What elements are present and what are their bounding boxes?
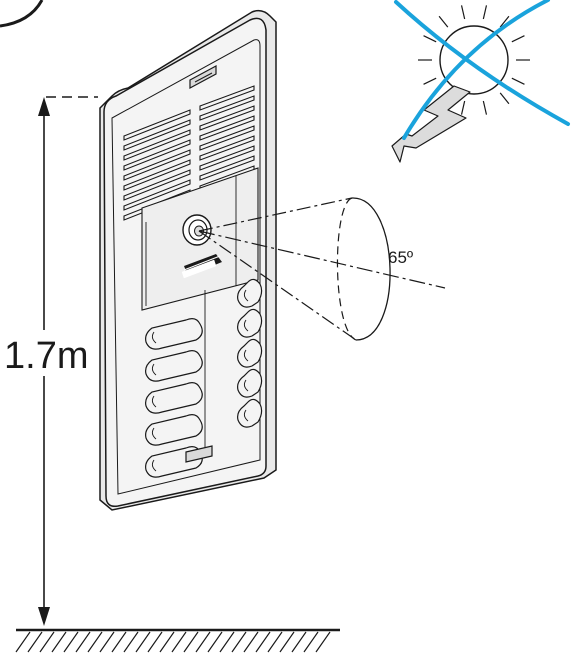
corner-circle-fragment	[0, 0, 44, 28]
hatch-line	[123, 631, 139, 653]
cone-lower-edge	[198, 230, 357, 341]
grille-slot	[123, 139, 191, 171]
sun-ray	[499, 92, 510, 105]
cone-base-front	[351, 197, 391, 341]
hatch-line	[87, 631, 103, 653]
call-button-highlight	[151, 427, 157, 440]
cone-upper-edge	[198, 197, 353, 232]
hatch-line	[231, 631, 247, 653]
sun-icon	[418, 5, 530, 115]
height-dimension: 1.7m	[2, 96, 100, 626]
grille-slot	[123, 129, 191, 161]
sun-ray	[482, 5, 488, 20]
sun-ray	[511, 35, 525, 43]
grille-slot	[199, 115, 255, 141]
hatch-line	[63, 631, 79, 653]
call-button-highlight	[243, 319, 249, 332]
hatch-line	[303, 631, 319, 653]
call-button	[145, 318, 203, 350]
call-button	[145, 382, 203, 414]
camera-led-strip-icon	[181, 254, 222, 279]
hatch-line	[243, 631, 259, 653]
sun-ray	[423, 35, 437, 43]
cross-out-icon	[394, 0, 570, 140]
hatch-line	[183, 631, 199, 653]
sun-ray	[511, 77, 525, 85]
hatch-line	[99, 631, 115, 653]
ground-hatching	[15, 631, 331, 653]
call-button	[237, 308, 263, 338]
sun-ray	[438, 15, 449, 28]
call-button	[145, 350, 203, 382]
call-button-highlight	[151, 395, 157, 408]
sun-ray	[423, 77, 437, 85]
grille-slot	[123, 169, 191, 201]
hatch-line	[291, 631, 307, 653]
grille-slot	[123, 109, 191, 141]
angle-label: 65º	[388, 248, 413, 267]
call-button	[237, 278, 263, 308]
hatch-line	[75, 631, 91, 653]
arrow-down-icon	[38, 607, 50, 626]
hatch-line	[207, 631, 223, 653]
viewing-cone: 65º	[198, 197, 446, 341]
grille-slot	[123, 159, 191, 191]
call-button-highlight	[151, 363, 157, 376]
grille-slot	[199, 125, 255, 151]
call-button-highlight	[243, 349, 249, 362]
call-button	[237, 338, 263, 368]
lightning-icon	[391, 85, 471, 163]
speaker-grille	[123, 85, 255, 221]
call-button-highlight	[151, 331, 157, 344]
hatch-line	[147, 631, 163, 653]
sun-ray	[499, 15, 510, 28]
hatch-line	[15, 631, 31, 653]
hatch-line	[219, 631, 235, 653]
cone-base-back	[336, 197, 357, 341]
bottom-latch	[185, 445, 213, 463]
hatch-line	[279, 631, 295, 653]
hatch-line	[171, 631, 187, 653]
no-sun-warning	[391, 0, 570, 163]
call-button-highlight	[151, 459, 157, 472]
hatch-line	[315, 631, 331, 653]
door-entry-panel	[99, 9, 277, 511]
hatch-line	[111, 631, 127, 653]
sun-ray	[482, 100, 488, 115]
grille-slot	[199, 145, 255, 171]
grille-slot	[123, 119, 191, 151]
call-button-highlight	[243, 409, 249, 422]
hatch-line	[51, 631, 67, 653]
camera-lens-icon	[182, 214, 212, 246]
grille-slot	[199, 135, 255, 161]
camera-module	[141, 167, 259, 311]
grille-slot	[199, 105, 255, 131]
sun-ray	[460, 100, 466, 115]
sun-ray	[460, 5, 466, 20]
hatch-line	[267, 631, 283, 653]
top-latch	[189, 64, 217, 90]
grille-slot	[123, 179, 191, 211]
call-button-highlight	[243, 289, 249, 302]
hatch-line	[255, 631, 271, 653]
hatch-line	[135, 631, 151, 653]
hatch-line	[39, 631, 55, 653]
grille-slot	[123, 149, 191, 181]
height-label: 1.7m	[4, 335, 88, 377]
ground	[15, 628, 340, 653]
arrow-up-icon	[38, 97, 50, 116]
call-button	[145, 414, 203, 446]
grille-slot	[199, 85, 255, 111]
call-button	[237, 398, 263, 428]
hatch-line	[195, 631, 211, 653]
hatch-line	[27, 631, 43, 653]
call-button-highlight	[243, 379, 249, 392]
grille-slot	[199, 155, 255, 181]
cone-axis	[198, 230, 446, 289]
call-button	[237, 368, 263, 398]
grille-slot	[199, 95, 255, 121]
hatch-line	[159, 631, 175, 653]
